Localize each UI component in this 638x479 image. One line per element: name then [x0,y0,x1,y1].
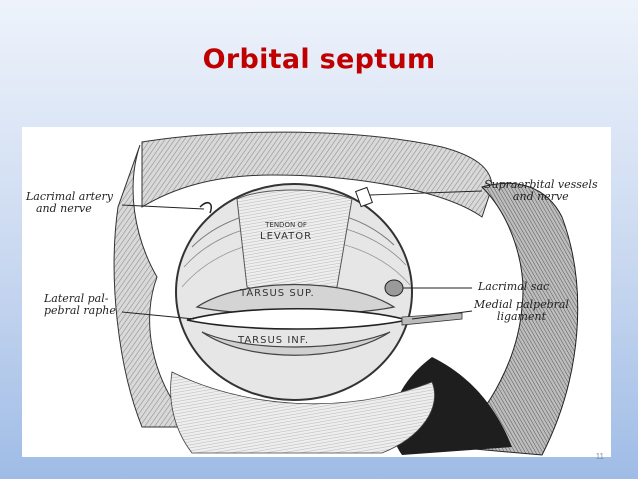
eye-orbit-drawing [113,131,579,456]
lacrimal-vessel [199,202,212,214]
label-lacrimal-artery-line2: and nerve [36,202,92,215]
upper-orbital-bone [141,131,493,218]
label-tendon-line2: LEVATOR [260,231,313,242]
leader-medial-ligament [411,310,473,320]
label-medial-ligament-line2: ligament [496,310,547,323]
label-tarsus-inf: TARSUS INF. [238,335,310,346]
label-lateral-raphe-line2: pebral raphe [44,304,116,317]
tarsus-inferior [201,331,391,356]
label-lacrimal-artery: Lacrimal artery and nerve [26,191,113,215]
leader-lacrimal-artery [121,204,205,210]
medial-orbital-bone [450,182,579,456]
leader-supraorbital [369,190,483,196]
label-lateral-raphe-line1: Lateral pal- [44,292,109,305]
lateral-orbital-bone [113,144,194,428]
lacrimal-sac [384,279,404,297]
label-lateral-raphe: Lateral pal- pebral raphe [44,293,116,317]
medial-palpebral-ligament [401,312,463,326]
label-lacrimal-sac: Lacrimal sac [478,280,550,293]
slide-page-number: 11 [595,452,604,461]
slide-title: Orbital septum [202,44,436,75]
label-supraorbital-line1: Supraorbital vessels [484,178,598,191]
dark-medial-shadow [392,357,512,455]
label-tendon-line1: TENDON OF [265,221,307,229]
label-tarsus-sup: TARSUS SUP. [240,288,315,299]
lower-orbital-bone [170,371,435,454]
leader-lateral-raphe [121,311,195,320]
label-medial-ligament-line1: Medial palpebral [474,298,569,311]
label-supraorbital-line2: and nerve [512,190,569,203]
label-tendon-of-levator: TENDON OF LEVATOR [260,219,312,243]
label-medial-ligament: Medial palpebral ligament [474,299,569,323]
label-lacrimal-artery-line1: Lacrimal artery [26,190,114,203]
orbital-septum-illustration: Lacrimal artery and nerve Lateral pal- p… [22,127,611,457]
supraorbital-notch [354,186,374,208]
label-supraorbital: Supraorbital vessels and nerve [484,179,598,203]
